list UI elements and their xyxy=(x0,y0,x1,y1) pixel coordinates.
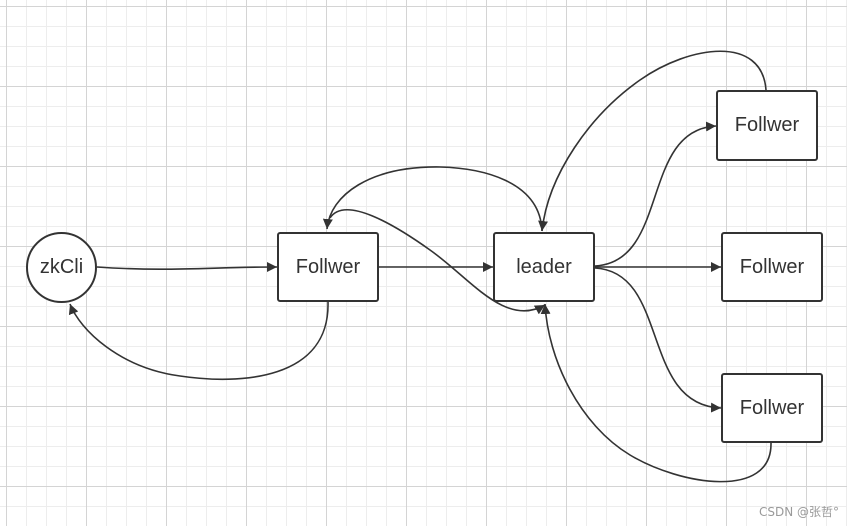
node-follower-bottom[interactable]: Follwer xyxy=(721,373,823,443)
edge-follower-to-leader-diagonal xyxy=(329,208,546,315)
node-follower-middle[interactable]: Follwer xyxy=(277,232,379,302)
node-follower-right-label: Follwer xyxy=(739,255,805,278)
edge-follower-top-to-leader xyxy=(538,50,767,232)
edge-follower-bottom-to-leader xyxy=(540,303,772,483)
node-zkcli-label: zkCli xyxy=(39,256,84,278)
watermark-text: CSDN @张哲° xyxy=(758,505,839,519)
edge-client-to-follower xyxy=(96,262,278,273)
edge-leader-to-follower-arc xyxy=(322,166,543,232)
node-zkcli[interactable]: zkCli xyxy=(26,232,97,303)
node-follower-top-label: Follwer xyxy=(734,114,800,136)
edge-follower-to-client xyxy=(68,301,329,381)
node-leader-label: leader xyxy=(516,255,572,278)
node-follower-bottom-label: Follwer xyxy=(739,396,805,419)
edge-leader-to-follower-top xyxy=(594,121,717,267)
node-follower-top[interactable]: Follwer xyxy=(716,90,818,161)
node-follower-right[interactable]: Follwer xyxy=(721,232,823,302)
node-follower-middle-label: Follwer xyxy=(295,255,361,278)
edge-leader-to-follower-bottom xyxy=(594,267,722,413)
node-leader[interactable]: leader xyxy=(493,232,595,302)
